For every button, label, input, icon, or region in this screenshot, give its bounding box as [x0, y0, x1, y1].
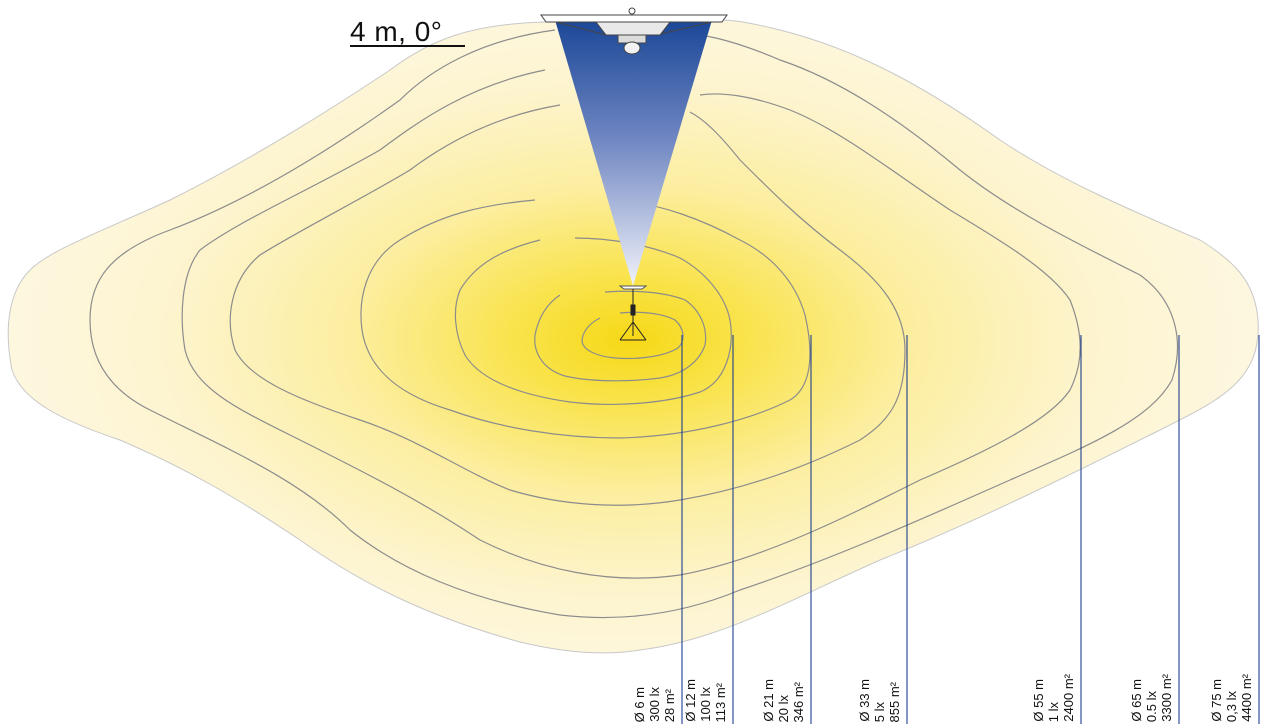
- zone-diameter-label: Ø 21 m: [761, 679, 776, 722]
- isolux-contour: [181, 69, 1081, 579]
- zone-diameter-label: Ø 75 m: [1209, 679, 1224, 722]
- zone-illuminance-label: 20 lx: [776, 694, 791, 722]
- zone-diameter-label: Ø 12 m: [683, 679, 698, 722]
- diagram-title: 4 m, 0°: [350, 16, 443, 47]
- zone-diameter-label: Ø 55 m: [1031, 679, 1046, 722]
- isolux-contour: [581, 311, 684, 360]
- isolux-contour: [454, 237, 732, 405]
- isolux-contour: [534, 290, 707, 382]
- zone-illuminance-label: 0.5 lx: [1144, 690, 1159, 722]
- isolux-contours: [89, 29, 1179, 619]
- zone-illuminance-label: 300 lx: [647, 687, 662, 722]
- zone-area-label: 3300 m²: [1159, 674, 1174, 722]
- zone-area-label: 346 m²: [791, 681, 806, 722]
- zone-area-label: 4400 m²: [1239, 674, 1254, 722]
- isolux-contour: [229, 104, 906, 506]
- zone-area-label: 2400 m²: [1061, 674, 1076, 722]
- tripod-icon: [618, 285, 648, 341]
- zone-area-label: 28 m²: [662, 688, 677, 722]
- zone-illuminance-label: 5 lx: [872, 701, 887, 722]
- zone-diameter-label: Ø 33 m: [857, 679, 872, 722]
- isolux-outer-area: [7, 19, 1259, 654]
- zone-illuminance-label: 0,3 lx: [1224, 690, 1239, 722]
- zone-area-label: 113 m²: [713, 682, 728, 723]
- floodlight-fixture-icon: [540, 7, 728, 55]
- zone-diameter-label: Ø 65 m: [1129, 679, 1144, 722]
- zone-diameter-label: Ø 6 m: [632, 686, 647, 722]
- isolux-contour: [360, 199, 811, 439]
- zone-illuminance-label: 1 lx: [1046, 701, 1061, 722]
- zone-illuminance-label: 100 lx: [698, 687, 713, 722]
- title-underline: [350, 45, 465, 47]
- light-beam: [555, 20, 712, 286]
- isolux-contour: [89, 29, 1179, 619]
- zone-area-label: 855 m²: [887, 681, 902, 722]
